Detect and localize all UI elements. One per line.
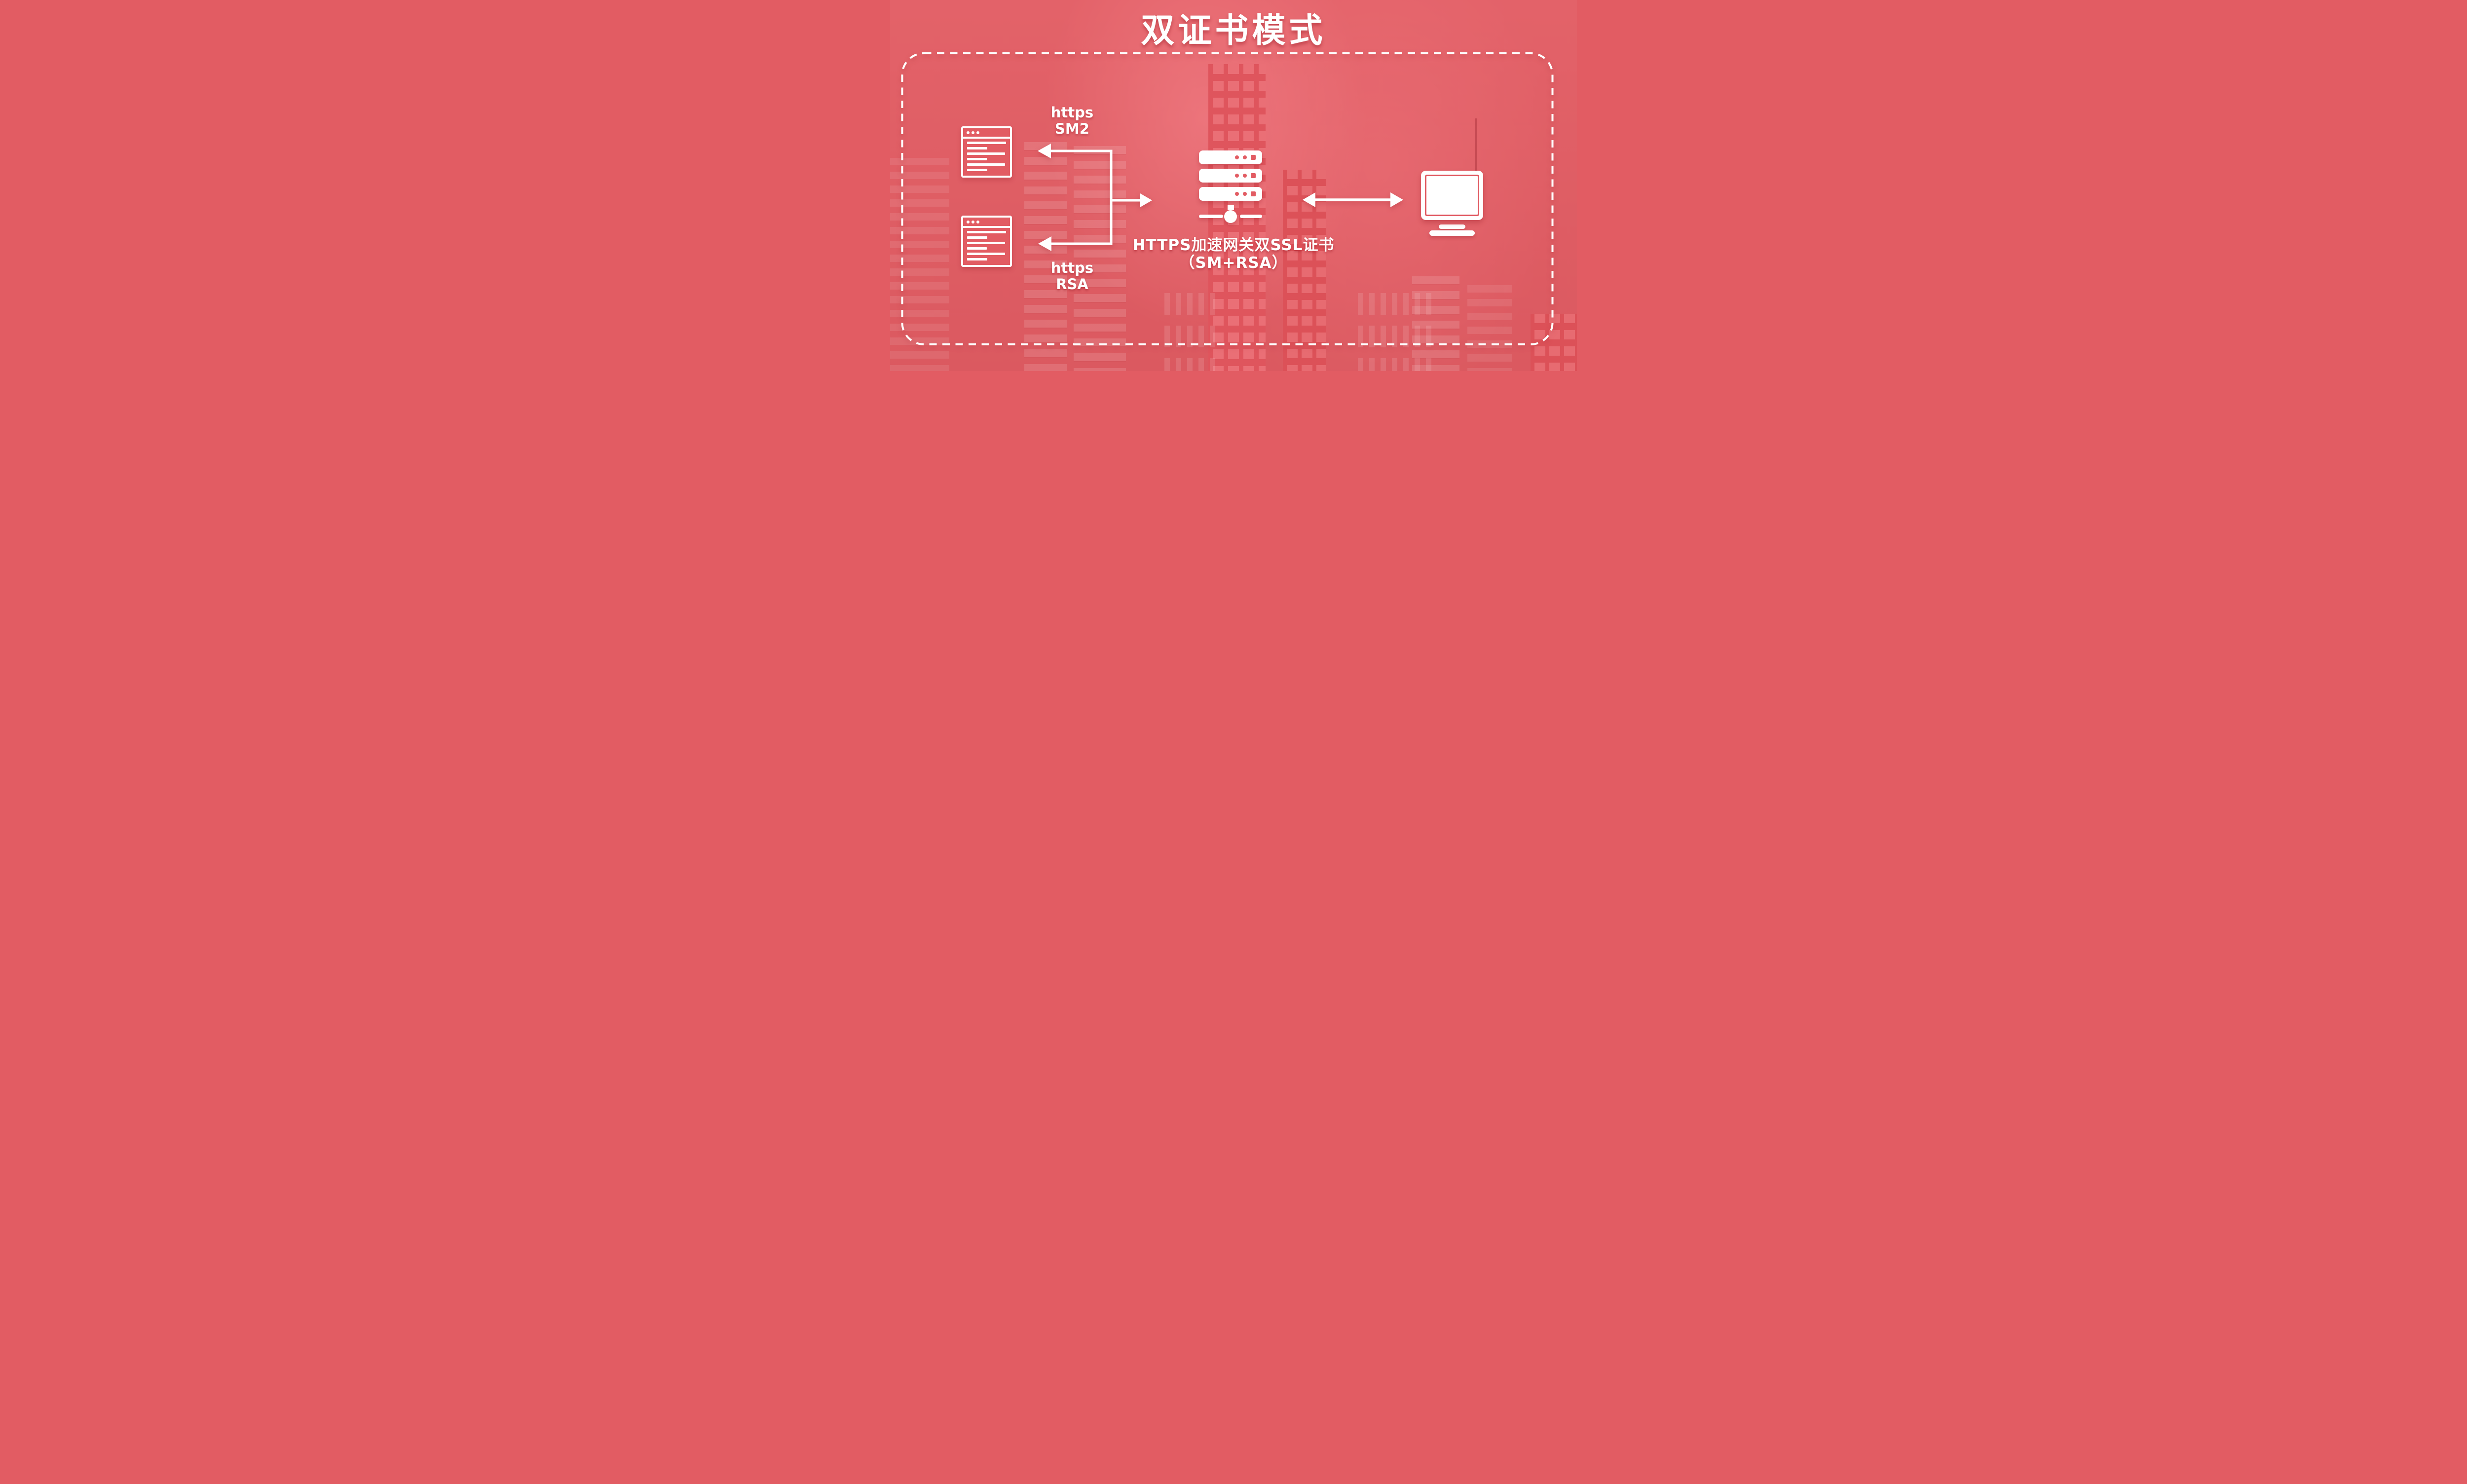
double-headed-arrow-icon [1303, 192, 1315, 207]
text-line [967, 158, 987, 160]
server-led-icon [1235, 174, 1239, 178]
browser-titlebar [963, 218, 1010, 228]
browser-content [963, 228, 1010, 260]
server-led-icon [1243, 192, 1247, 196]
page-title: 双证书模式 [1141, 11, 1326, 50]
network-node-icon [1224, 210, 1237, 223]
building [1024, 142, 1067, 371]
text-line [967, 236, 988, 239]
protocol-label-rsa: https RSA [1033, 260, 1112, 293]
left-arrow-icon [1038, 144, 1051, 158]
protocol-label-line: https [1050, 260, 1094, 276]
server-rack-unit [1199, 187, 1262, 201]
text-line [967, 163, 1005, 166]
arrow-bracket-line [1051, 149, 1113, 245]
server-led-icon [1243, 155, 1247, 159]
building [1283, 170, 1326, 371]
text-line [967, 247, 987, 250]
diagram-canvas: 双证书模式 https SM2 https RSA [890, 0, 1577, 371]
double-headed-arrow-icon [1390, 192, 1403, 207]
gateway-label-line: （SM+RSA） [1179, 254, 1288, 272]
building [1412, 276, 1459, 371]
text-line [967, 147, 988, 149]
building [1531, 314, 1577, 371]
gateway-label: HTTPS加速网关双SSL证书 （SM+RSA） [1085, 236, 1382, 272]
server-led-icon [1235, 192, 1239, 196]
building [1074, 146, 1126, 371]
text-line [967, 231, 1006, 233]
window-dot-icon [967, 131, 970, 134]
server-led-icon [1235, 155, 1239, 159]
text-line [967, 169, 988, 171]
building [890, 158, 949, 371]
window-dot-icon [967, 220, 970, 223]
server-port-icon [1251, 173, 1256, 178]
text-line [967, 258, 988, 260]
server-port-icon [1251, 155, 1256, 160]
gateway-label-line: HTTPS加速网关双SSL证书 [1132, 236, 1335, 254]
server-icon [1199, 150, 1262, 223]
diagram-overlay [901, 52, 1554, 345]
monitor-icon [1421, 171, 1483, 236]
building [1467, 285, 1512, 371]
left-arrow-icon [1038, 236, 1051, 251]
text-line [967, 152, 1005, 155]
building [1164, 289, 1217, 371]
monitor-stand [1439, 224, 1465, 229]
monitor-base [1429, 230, 1475, 236]
dashed-boundary [901, 52, 1554, 345]
window-dot-icon [976, 220, 979, 223]
building [1358, 289, 1435, 371]
text-line [967, 242, 1005, 244]
protocol-label-line: SM2 [1055, 120, 1089, 137]
monitor-screen-inner [1425, 175, 1479, 216]
right-arrow-icon [1140, 193, 1152, 208]
network-link-line [1199, 215, 1223, 218]
protocol-label-line: RSA [1056, 275, 1088, 293]
text-line [967, 142, 1006, 144]
protocol-label-sm2: https SM2 [1033, 105, 1112, 137]
protocol-label-line: https [1050, 104, 1094, 121]
server-port-icon [1251, 191, 1256, 196]
server-rack-unit [1199, 150, 1262, 164]
monitor-screen [1421, 171, 1483, 220]
browser-window-icon [961, 216, 1012, 267]
antenna-line [1475, 118, 1477, 171]
window-dot-icon [972, 220, 974, 223]
window-dot-icon [976, 131, 979, 134]
browser-content [963, 139, 1010, 171]
browser-titlebar [963, 128, 1010, 139]
server-led-icon [1243, 174, 1247, 178]
network-link-line [1240, 215, 1262, 218]
server-network-hub [1199, 210, 1262, 223]
text-line [967, 253, 1005, 255]
browser-window-icon [961, 126, 1012, 178]
server-rack-unit [1199, 169, 1262, 183]
window-dot-icon [972, 131, 974, 134]
server-network-stem [1227, 205, 1234, 210]
